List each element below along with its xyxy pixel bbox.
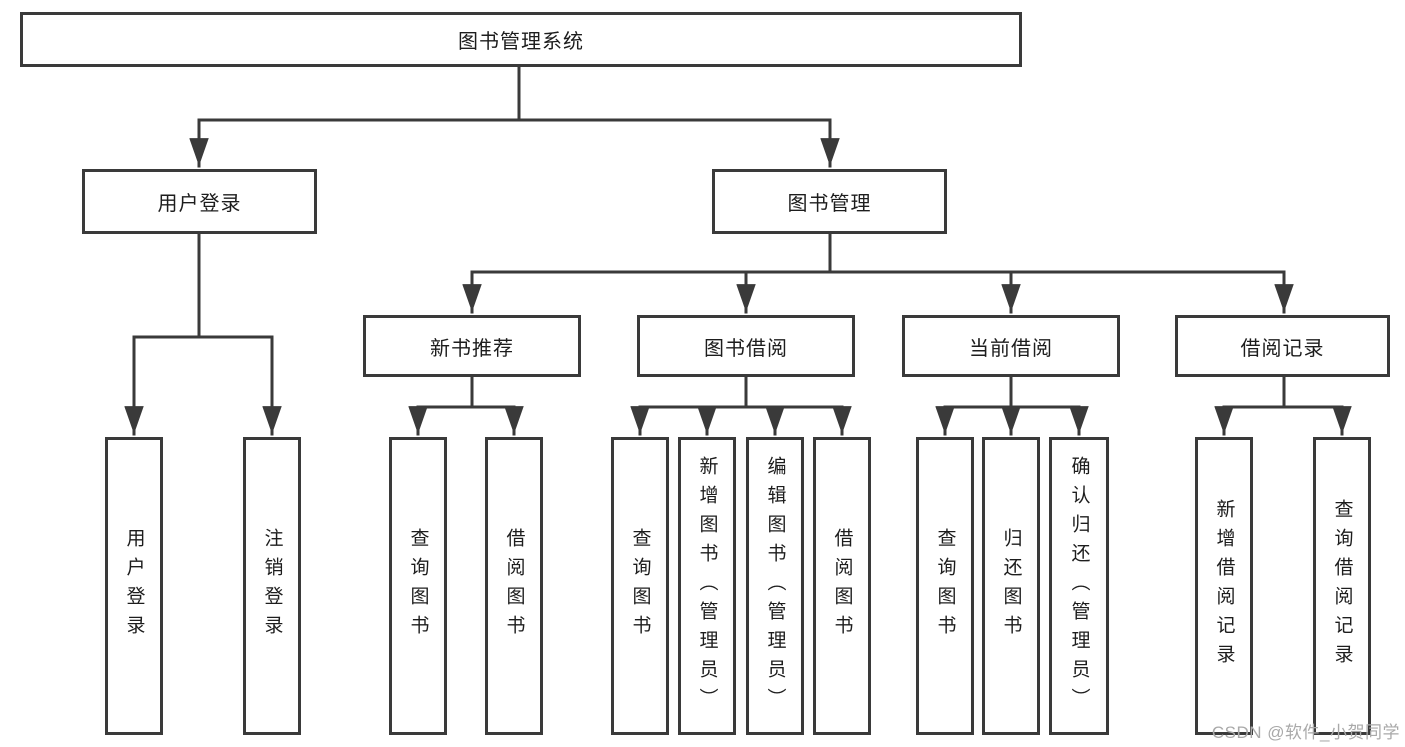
- leaf-confirm-return-admin: 确认归还（管理员）: [1049, 437, 1109, 735]
- node-current-borrowing: 当前借阅: [902, 315, 1120, 377]
- node-new-book-recommend: 新书推荐: [363, 315, 581, 377]
- csdn-watermark: CSDN @软件_小贺同学: [1211, 723, 1400, 742]
- leaf-user-login: 用户登录: [105, 437, 163, 735]
- leaf-edit-books-admin: 编辑图书（管理员）: [746, 437, 804, 735]
- connector-mgmt-to-level3: [462, 231, 1294, 314]
- connector-login-to-leaves: [124, 232, 282, 436]
- leaf-logout: 注销登录: [243, 437, 301, 735]
- leaf-return-books: 归还图书: [982, 437, 1040, 735]
- leaf-query-borrow-record: 查询借阅记录: [1313, 437, 1371, 735]
- node-borrow-records: 借阅记录: [1175, 315, 1390, 377]
- connector-root-to-level2: [189, 65, 840, 168]
- node-book-management: 图书管理: [712, 169, 947, 234]
- connector-records-to-leaves: [1214, 375, 1352, 436]
- leaf-add-books-admin: 新增图书（管理员）: [678, 437, 736, 735]
- connector-rec-to-leaves: [408, 375, 524, 436]
- leaf-recommend-query-books: 查询图书: [389, 437, 447, 735]
- node-system-root: 图书管理系统: [20, 12, 1022, 67]
- leaf-add-borrow-record: 新增借阅记录: [1195, 437, 1253, 735]
- leaf-recommend-borrow-books: 借阅图书: [485, 437, 543, 735]
- node-user-login: 用户登录: [82, 169, 317, 234]
- leaf-current-query-books: 查询图书: [916, 437, 974, 735]
- leaf-borrow-query-books: 查询图书: [611, 437, 669, 735]
- leaf-borrow-books: 借阅图书: [813, 437, 871, 735]
- connector-current-to-leaves: [935, 375, 1089, 436]
- connector-borrow-to-leaves: [630, 375, 852, 436]
- node-book-borrowing: 图书借阅: [637, 315, 855, 377]
